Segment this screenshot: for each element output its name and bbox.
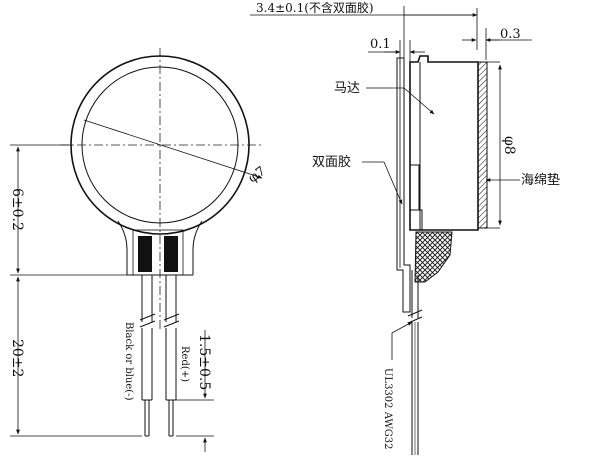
- front-view: φ7 6±0.2 20±2 1.5±0.5 Black or blue(-) R…: [9, 48, 269, 452]
- lead-length-dim-label: 20±2: [9, 339, 25, 377]
- wire-spec-label: UL3302 AWG32: [382, 368, 393, 450]
- lead-length-dimension: 20±2: [9, 276, 142, 437]
- motor-body: [409, 55, 479, 231]
- height-dimension: 6±0.2: [9, 144, 128, 276]
- strip-length-dim-label: 1.5±0.5: [196, 334, 212, 390]
- tape-label: 双面胶: [312, 154, 351, 170]
- red-wire-label: Red(+): [179, 346, 190, 382]
- diameter-dim-label: φ7: [246, 164, 269, 186]
- foam-diameter-dim-label: φ8: [501, 136, 517, 155]
- solder-pad-red: [164, 236, 178, 272]
- black-wire-label: Black or blue(-): [123, 322, 134, 401]
- thickness-dimension: 3.4±0.1(不含双面胶): [250, 0, 478, 62]
- lead-neck: [117, 220, 203, 275]
- height-dim-label: 6±0.2: [9, 188, 25, 231]
- foam-label: 海绵垫: [521, 172, 560, 188]
- motor-inner-circle: [81, 66, 239, 224]
- left-gap-dim-label: 0.1: [370, 37, 391, 52]
- side-view: 3.4±0.1(不含双面胶) 0.1 0.3: [250, 0, 560, 455]
- strip-length-dimension: 1.5±0.5: [176, 330, 214, 452]
- thickness-dim-label: 3.4±0.1(不含双面胶): [256, 0, 374, 15]
- lead-wires: [139, 275, 180, 437]
- mounting-plate: [396, 57, 411, 313]
- right-gap-dim-label: 0.3: [500, 27, 521, 42]
- foam-pad: [477, 61, 488, 229]
- right-gap-dimension: 0.3: [462, 27, 532, 60]
- solder-pad-black: [138, 236, 152, 272]
- side-lead-wire: [407, 270, 423, 455]
- left-gap-dimension: 0.1: [368, 37, 425, 64]
- motor-label: 马达: [334, 81, 360, 96]
- wire-bundle: [414, 231, 453, 283]
